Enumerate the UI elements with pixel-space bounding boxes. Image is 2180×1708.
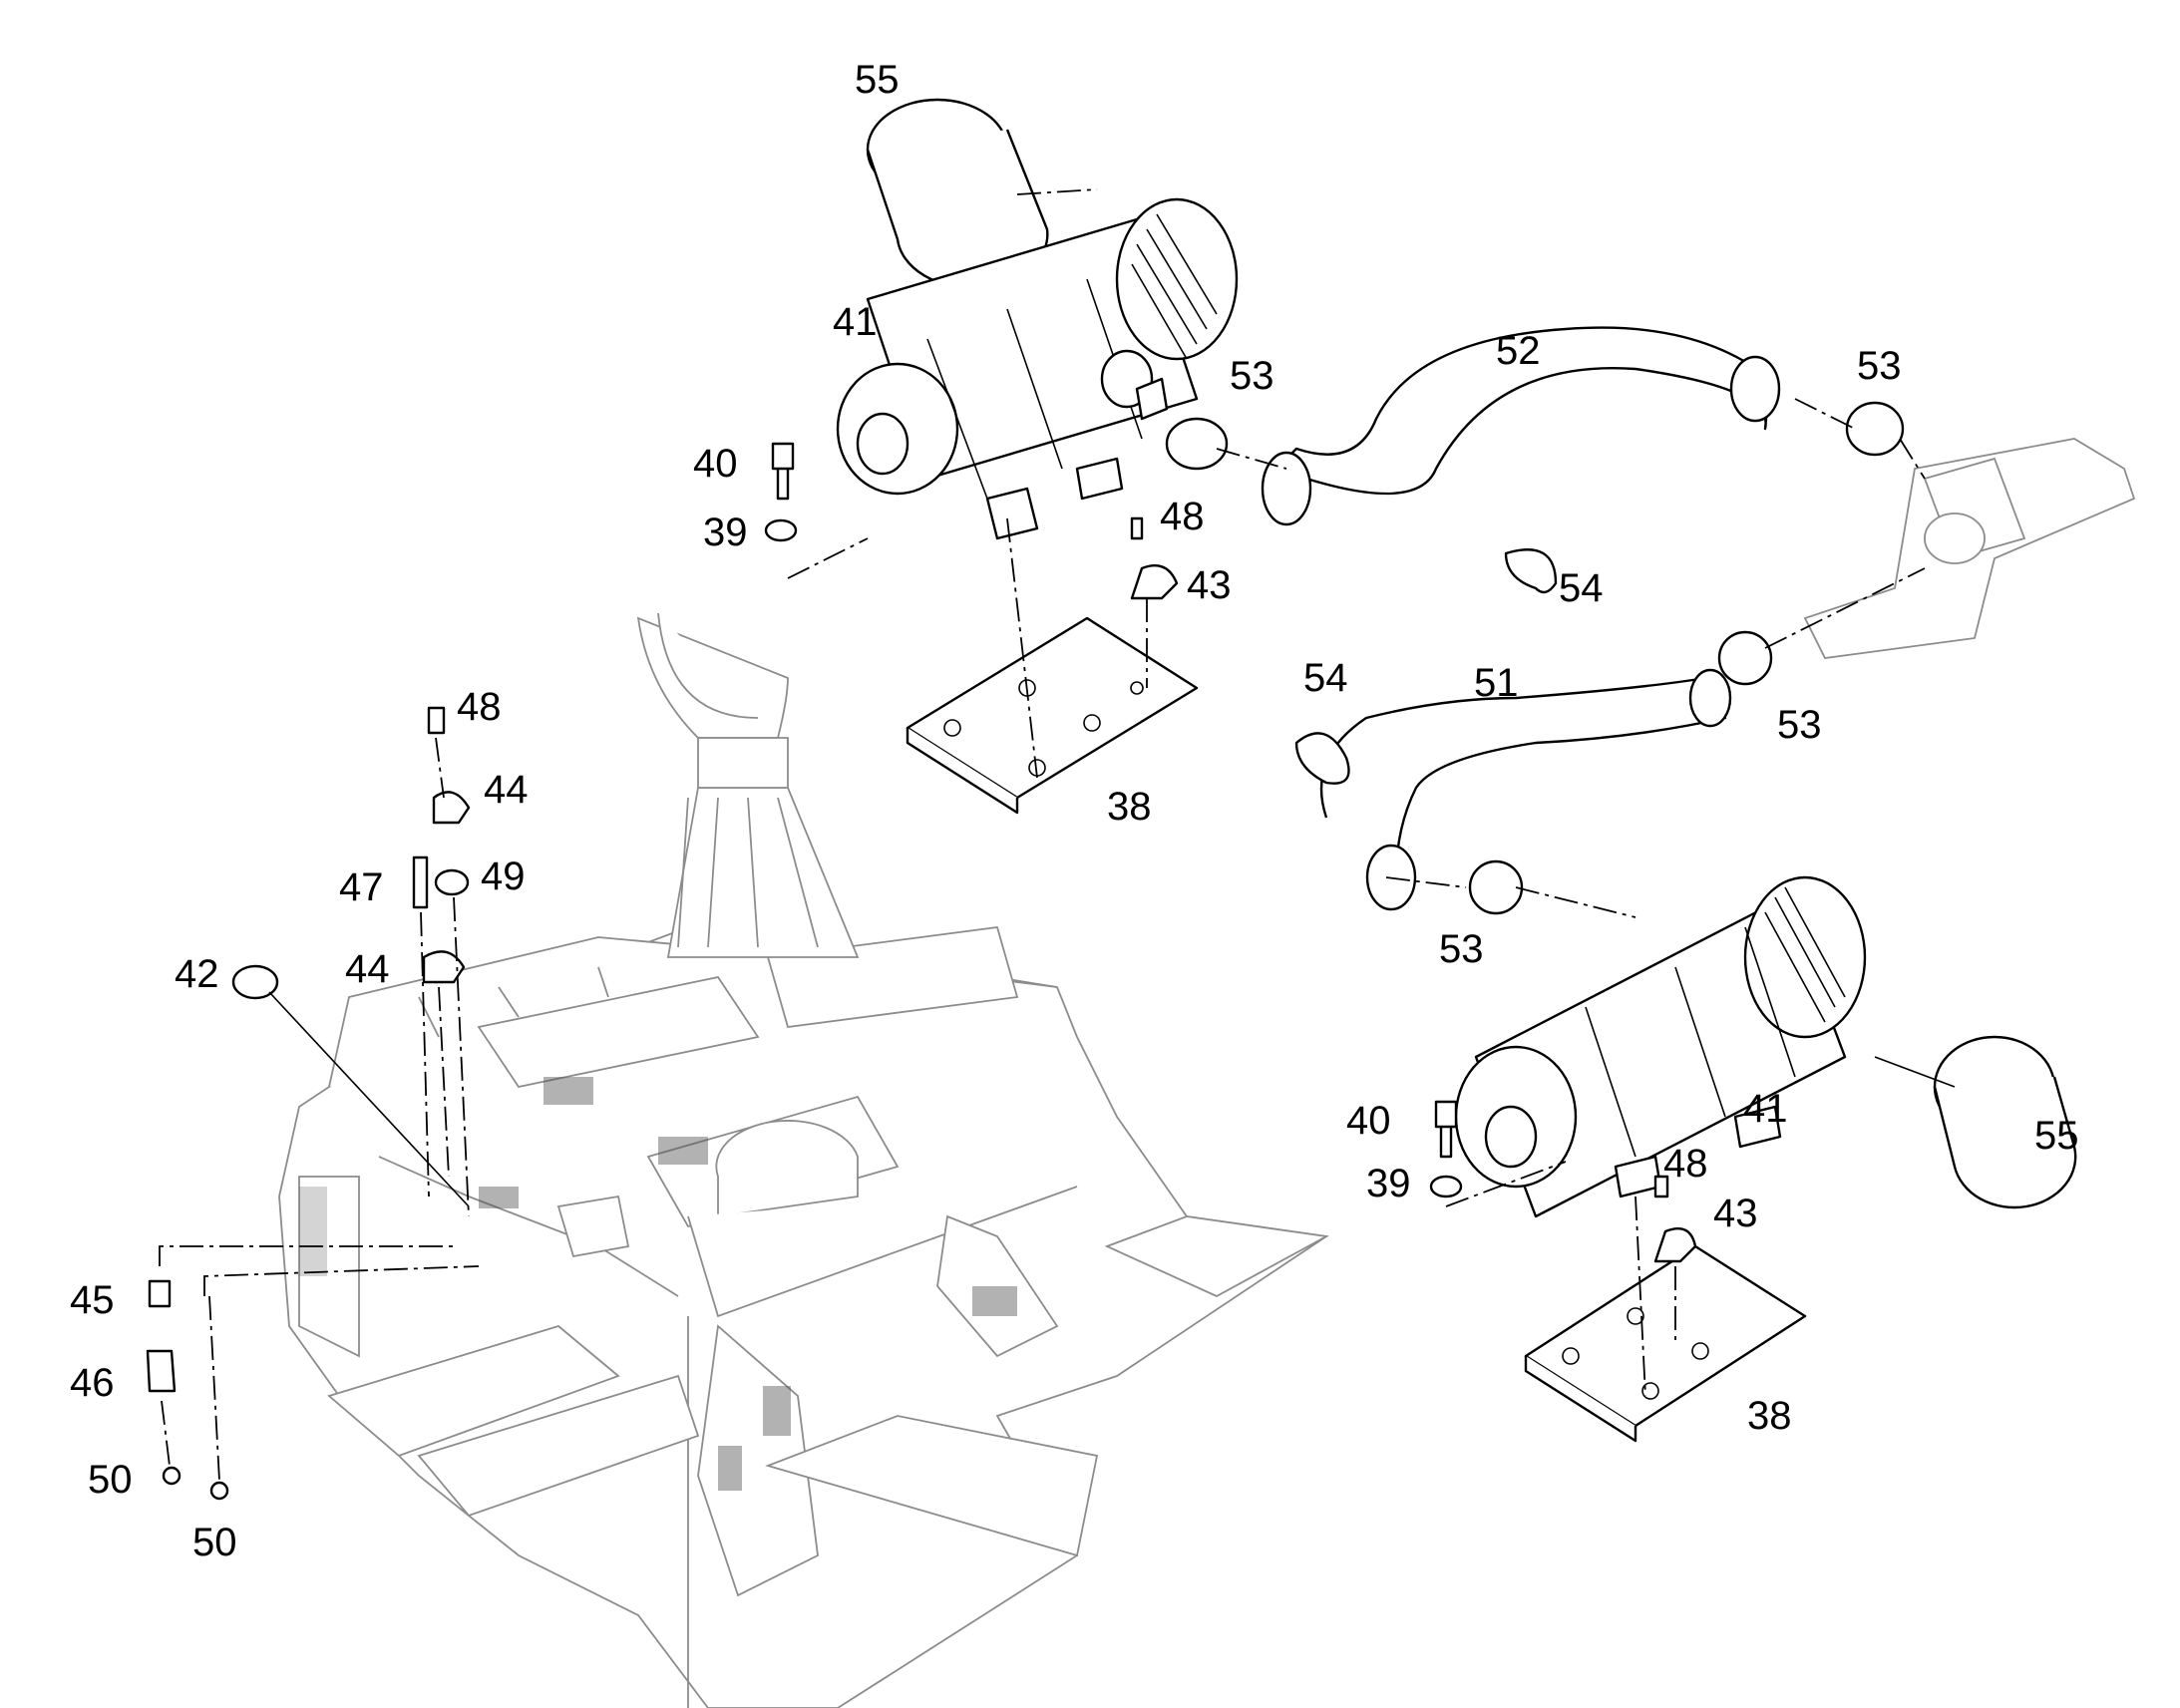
grommet-42 — [231, 964, 279, 1000]
callout-44: 44 — [345, 947, 390, 991]
callout-48: 48 — [1160, 495, 1205, 538]
mounting-plate-38-lower — [1524, 1244, 1807, 1443]
mounting-plate-38-upper — [906, 616, 1199, 815]
callout-54: 54 — [1303, 656, 1348, 700]
callout-43: 43 — [1187, 563, 1232, 607]
nut-50 — [162, 1466, 182, 1486]
nut-50 — [209, 1481, 229, 1501]
upper-air-filter-assembly — [836, 98, 1239, 540]
washer-39 — [764, 518, 798, 542]
clamp-53 — [1165, 417, 1229, 471]
hose-52 — [1261, 326, 1781, 526]
callout-42: 42 — [175, 952, 219, 996]
bracket-44 — [432, 791, 471, 825]
clamp-53 — [1845, 401, 1905, 457]
callout-44: 44 — [484, 768, 529, 812]
clamp-43 — [1130, 563, 1179, 600]
callout-47: 47 — [339, 865, 384, 909]
callout-39: 39 — [703, 511, 748, 554]
exhaust-stack — [636, 612, 860, 958]
hose-51 — [1319, 668, 1732, 911]
lower-air-filter-assembly — [1454, 875, 2077, 1218]
machine-frame — [278, 926, 1329, 1708]
callout-39: 39 — [1366, 1162, 1411, 1205]
callout-51: 51 — [1474, 661, 1519, 705]
callout-38: 38 — [1107, 785, 1152, 829]
callout-43: 43 — [1713, 1192, 1758, 1235]
callout-41: 41 — [833, 300, 878, 344]
clamp-43 — [1653, 1226, 1697, 1263]
callout-49: 49 — [481, 854, 526, 898]
intake-manifold — [1803, 438, 2136, 659]
callout-50: 50 — [88, 1458, 133, 1502]
callout-54: 54 — [1559, 566, 1604, 610]
bushing-49 — [434, 868, 470, 896]
clamp-54 — [1294, 732, 1350, 785]
bolt-40 — [771, 442, 795, 501]
bolt-48 — [1653, 1175, 1669, 1198]
callout-labels: 55 41 40 39 53 52 53 48 43 54 38 54 51 5… — [70, 58, 2079, 1564]
callout-53: 53 — [1230, 354, 1274, 398]
callout-48: 48 — [1663, 1142, 1708, 1186]
callout-46: 46 — [70, 1361, 115, 1405]
clamp-54 — [1504, 548, 1558, 594]
callout-45: 45 — [70, 1278, 115, 1322]
bolt-48 — [427, 706, 446, 735]
callout-48: 48 — [457, 685, 502, 729]
callout-53: 53 — [1439, 927, 1484, 971]
clamp-53 — [1468, 859, 1524, 915]
callout-53: 53 — [1777, 703, 1822, 747]
spacer-45 — [148, 1279, 172, 1308]
washer-39 — [1429, 1175, 1463, 1198]
leader-lines — [159, 188, 1956, 1482]
callout-52: 52 — [1496, 329, 1541, 373]
hardware — [146, 401, 1905, 1501]
bolt-40 — [1434, 1100, 1458, 1159]
callout-53: 53 — [1857, 344, 1902, 388]
callout-55: 55 — [855, 58, 900, 102]
clamp-53 — [1717, 630, 1773, 686]
bracket-44 — [422, 950, 466, 984]
callout-55: 55 — [2034, 1114, 2079, 1158]
callout-50: 50 — [192, 1521, 237, 1564]
callout-38: 38 — [1747, 1394, 1792, 1438]
mount-46 — [146, 1349, 177, 1393]
callout-40: 40 — [693, 442, 738, 486]
callout-40: 40 — [1346, 1099, 1391, 1143]
bolt-48 — [1130, 516, 1144, 540]
bolt-47 — [412, 855, 429, 909]
callout-41: 41 — [1743, 1087, 1788, 1131]
